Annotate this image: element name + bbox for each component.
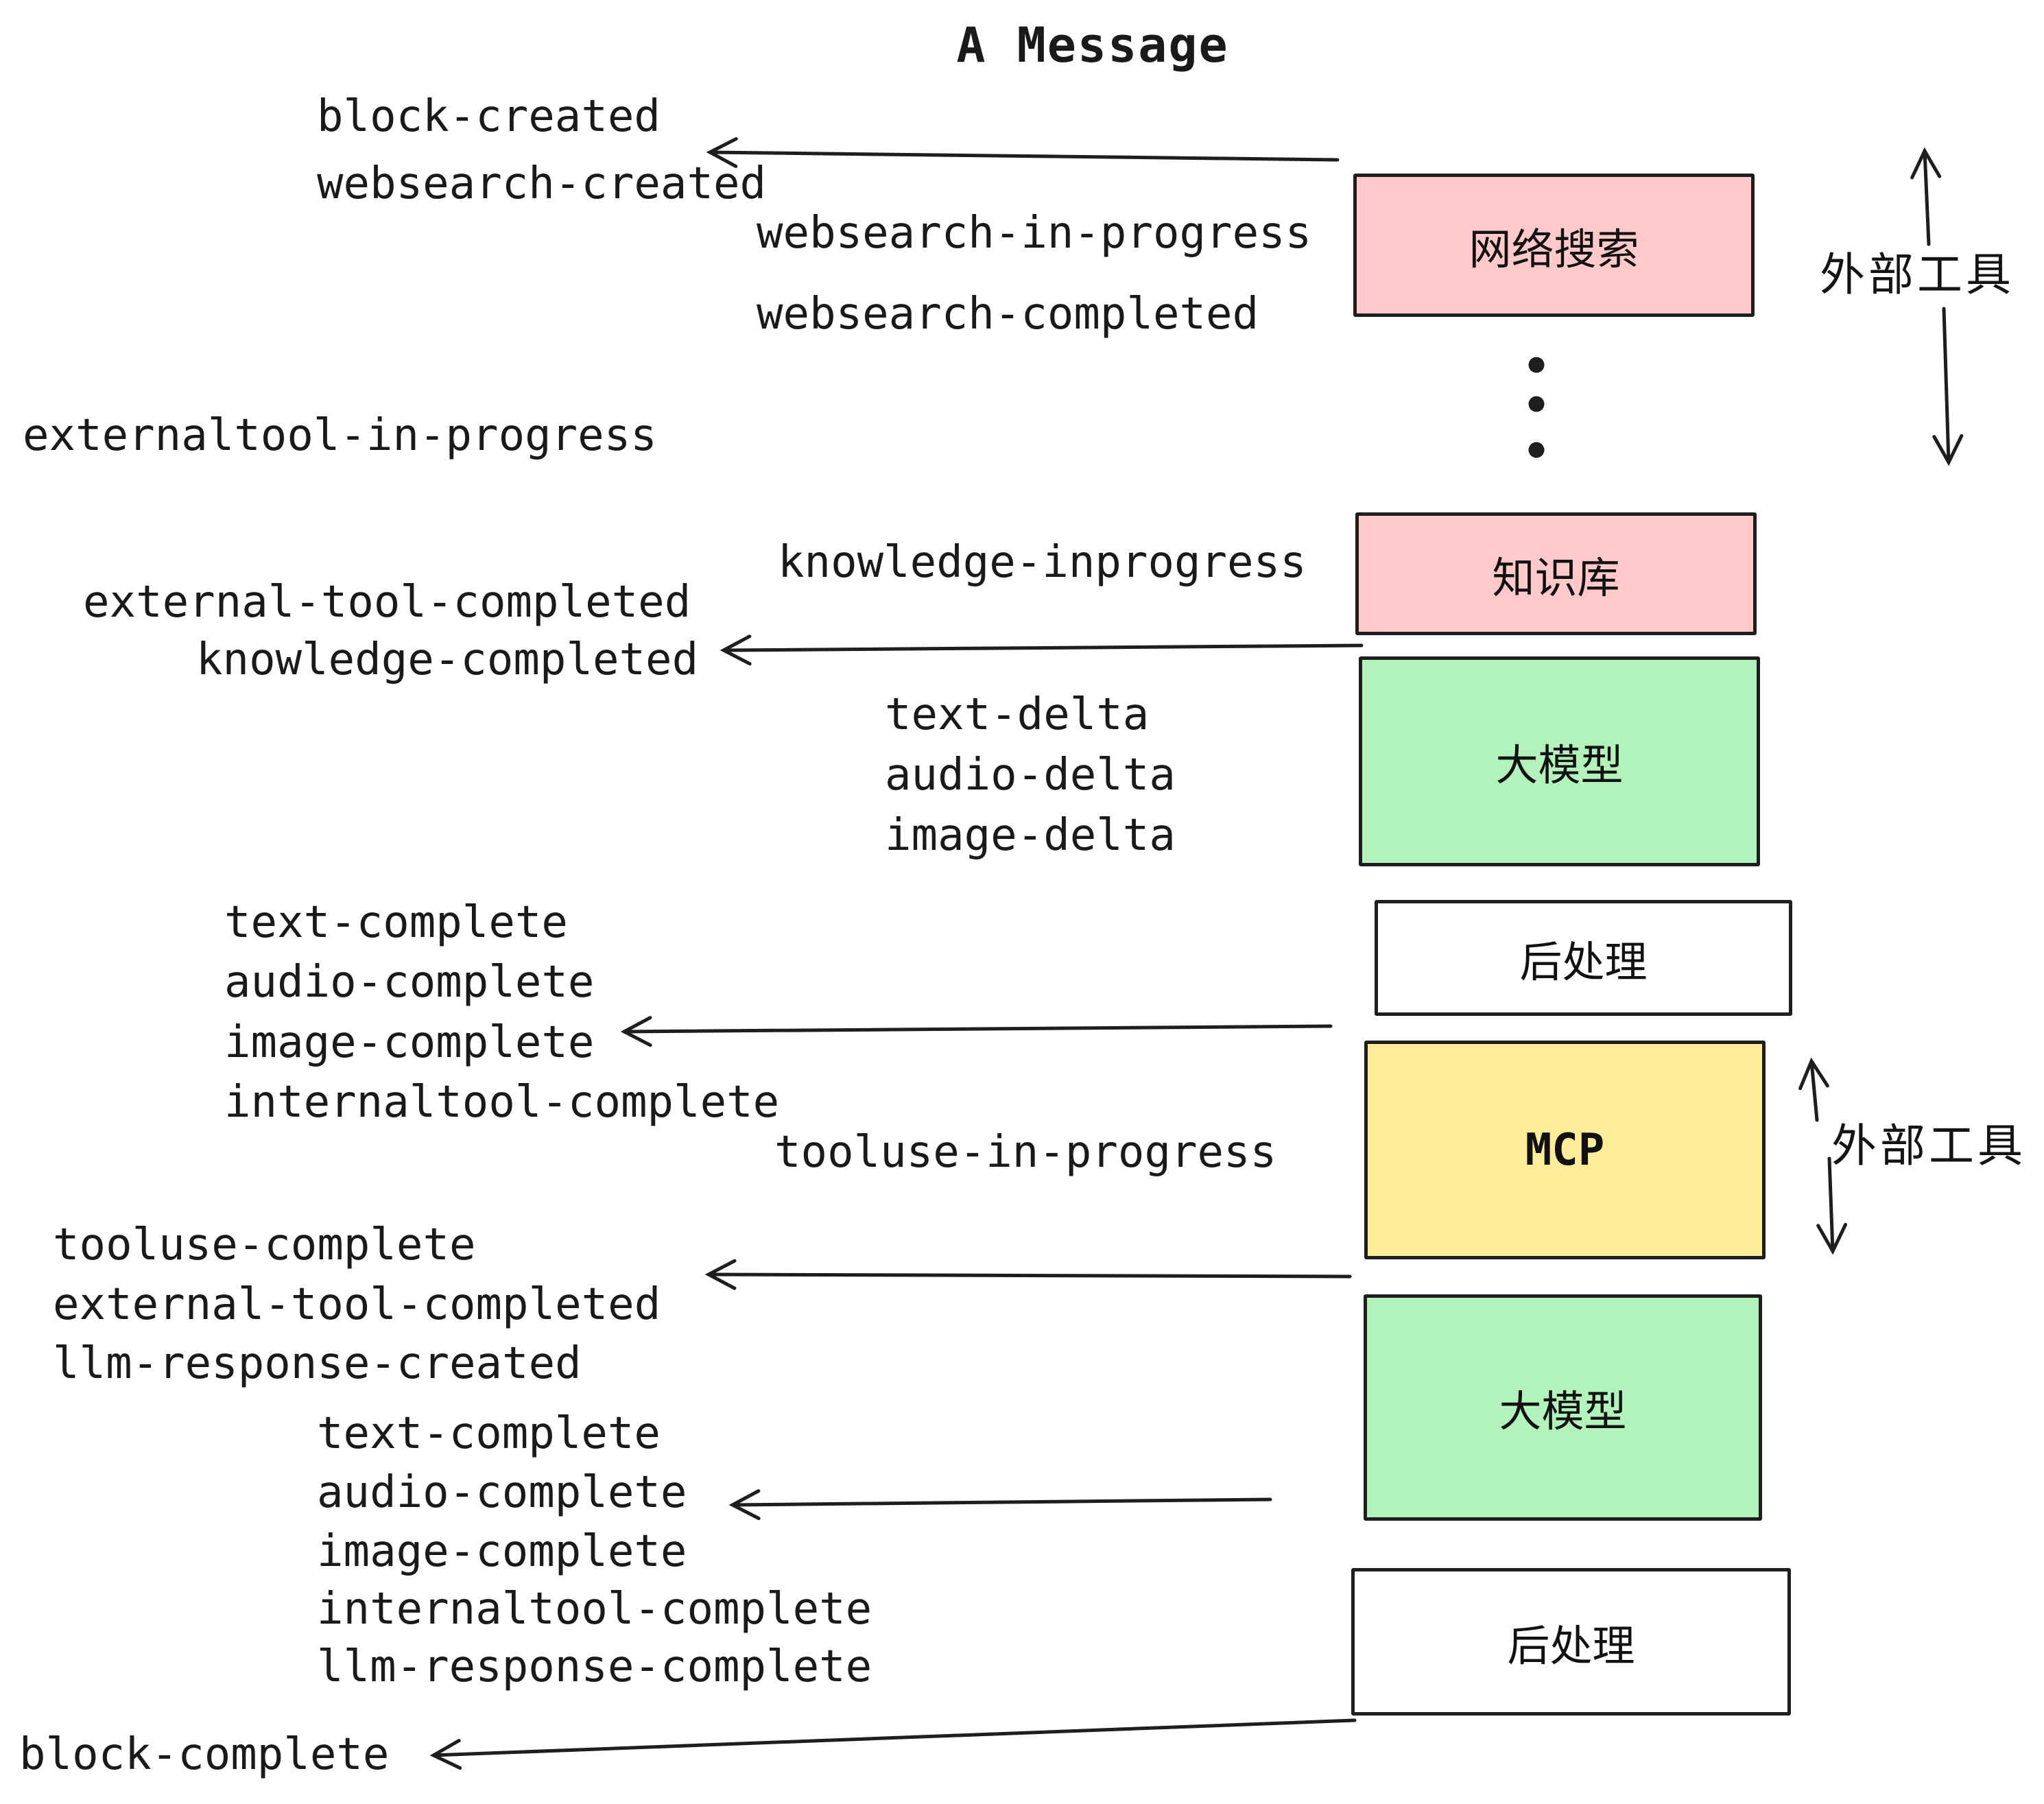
event-knowledge-inprogress: knowledge-inprogress (778, 537, 1307, 588)
external-tools-label-2: 外部工具 (1831, 1119, 2026, 1172)
event-audio-delta: audio-delta (885, 750, 1176, 800)
event-image-complete-2: image-complete (317, 1526, 687, 1577)
event-websearch-completed: websearch-completed (757, 289, 1259, 340)
llm-box-2: 大模型 (1364, 1294, 1762, 1521)
event-audio-complete-2: audio-complete (317, 1467, 687, 1518)
external-tools-up-arrow (1910, 147, 1942, 246)
event-internaltool-complete: internaltool-complete (224, 1077, 780, 1128)
event-websearch-created: websearch-created (317, 158, 767, 209)
event-llm-response-created: llm-response-created (53, 1338, 582, 1389)
event-knowledge-completed: knowledge-completed (196, 634, 699, 685)
event-external-tool-completed: external-tool-completed (83, 577, 691, 628)
event-block-created: block-created (317, 91, 661, 142)
arrow-knowledge-to-knowledge-completed (720, 634, 1364, 666)
post-process-box-1: 后处理 (1375, 900, 1792, 1016)
knowledge-base-box: 知识库 (1355, 512, 1757, 635)
event-image-complete: image-complete (224, 1017, 595, 1068)
arrow-websearch-to-block-created (706, 137, 1340, 168)
mcp-box: MCP (1364, 1041, 1766, 1259)
ellipsis-dot (1528, 442, 1545, 458)
event-tooluse-complete: tooluse-complete (53, 1220, 476, 1270)
page-title: A Message (956, 17, 1229, 73)
websearch-box: 网络搜索 (1353, 174, 1755, 317)
event-text-complete-2: text-complete (317, 1408, 661, 1459)
post-process-box-2: 后处理 (1351, 1568, 1791, 1716)
arrow-post2-to-block-complete (429, 1718, 1357, 1770)
event-externaltool-in-progress: externaltool-in-progress (23, 410, 657, 461)
event-text-delta: text-delta (885, 689, 1150, 740)
event-websearch-in-progress: websearch-in-progress (757, 208, 1312, 259)
arrow-llm-to-image-complete (620, 1016, 1333, 1047)
external-tools-label-1: 外部工具 (1820, 248, 2015, 301)
event-llm-response-complete: llm-response-complete (317, 1641, 872, 1692)
event-block-complete: block-complete (19, 1729, 390, 1780)
external-tools-down-arrow (1932, 307, 1964, 466)
arrow-llm2-to-audio-complete (728, 1489, 1272, 1521)
event-internaltool-complete-2: internaltool-complete (317, 1584, 872, 1635)
ellipsis-dot (1528, 396, 1545, 412)
mcp-external-up-arrow (1798, 1057, 1829, 1122)
event-tooluse-in-progress: tooluse-in-progress (774, 1127, 1277, 1178)
arrow-mcp-to-tooluse-complete (704, 1259, 1352, 1290)
ellipsis-dot (1528, 357, 1545, 373)
mcp-external-down-arrow (1816, 1156, 1848, 1255)
event-text-complete: text-complete (224, 897, 568, 948)
event-image-delta: image-delta (885, 810, 1176, 861)
llm-box-1: 大模型 (1359, 656, 1760, 866)
event-external-tool-completed-2: external-tool-completed (53, 1279, 661, 1330)
event-audio-complete: audio-complete (224, 957, 595, 1008)
